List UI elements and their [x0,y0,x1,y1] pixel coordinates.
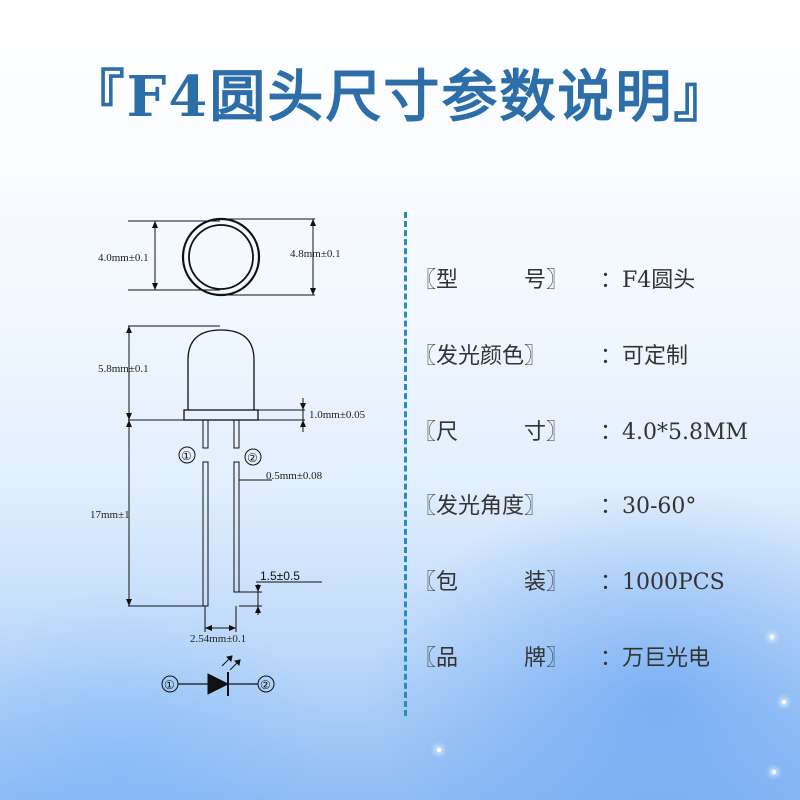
spec-row-color: 〖发光颜色〗：可定制 [414,344,689,369]
spec-row-brand: 〖品 牌〗：万巨光电 [414,646,711,671]
led-dome-body [187,329,255,410]
pin2-label: ② [247,451,258,465]
flange-dim-label: 1.0mm±0.05 [309,409,366,421]
pitch-dim-label: 2.54mm±0.1 [190,633,246,645]
led-flange [183,409,259,421]
top-dim-right-label: 4.8mm±0.1 [290,248,341,260]
pin1-label: ① [181,449,192,463]
dashed-divider [404,212,407,716]
height-dim-label: 5.8mm±0.1 [98,363,149,375]
top-view-outer-circle [181,217,261,297]
symbol-pin1-label: ① [164,678,175,692]
page-title: 『F4圆头尺寸参数说明』 [68,64,732,130]
sparkle-decoration [770,635,774,639]
spec-row-angle: 〖发光角度〗：30-60° [414,494,697,519]
top-dim-left-label: 4.0mm±0.1 [98,252,149,264]
lead-stub-1 [202,419,209,449]
spec-row-size: 〖尺 寸〗：4.0*5.8MM [414,420,749,445]
step-dim-label: 1.5±0.5 [260,569,300,583]
lead-stub-2 [233,419,240,449]
sparkle-decoration [782,700,786,704]
lead-width-dim-label: 0.5mm±0.08 [266,470,323,482]
lead-length-dim-label: 17mm±1 [90,509,130,521]
spec-row-packaging: 〖包 装〗：1000PCS [414,570,725,595]
top-view-inner-circle [188,224,254,290]
symbol-pin2-label: ② [260,678,271,692]
diode-symbol [207,673,230,695]
sparkle-decoration [772,770,776,774]
lead-1 [202,461,209,607]
spec-row-model: 〖型 号〗：F4圆头 [414,268,696,293]
lead-2 [233,461,240,593]
sparkle-decoration [437,748,441,752]
